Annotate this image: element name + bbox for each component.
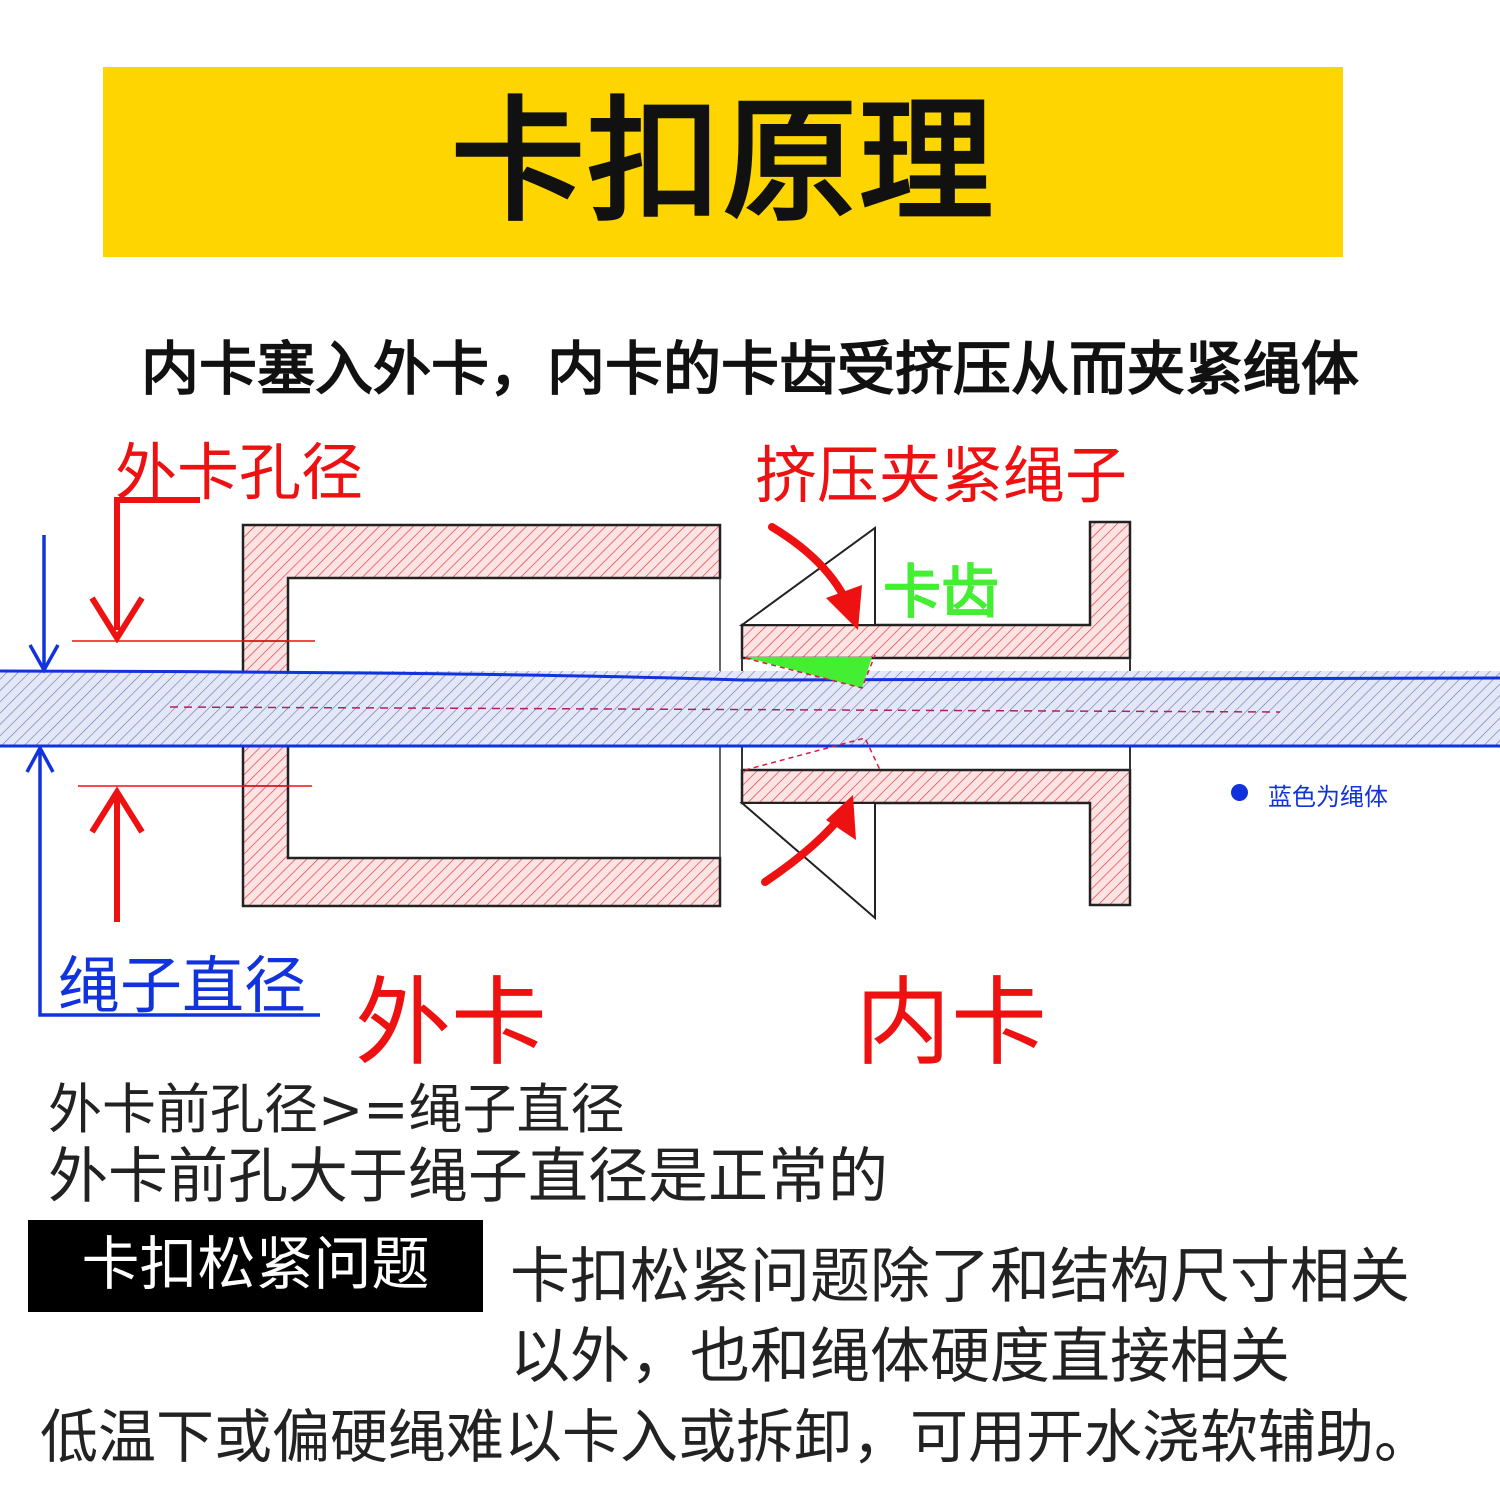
section-para-line-2: 以外，也和绳体硬度直接相关: [510, 1322, 1290, 1392]
label-teeth: 卡齿: [883, 558, 1000, 626]
note-line-2: 外卡前孔大于绳子直径是正常的: [48, 1142, 888, 1212]
bottom-note: 低温下或偏硬绳难以卡入或拆卸，可用开水浇软辅助。: [40, 1403, 1433, 1471]
subtitle: 内卡塞入外卡，内卡的卡齿受挤压从而夹紧绳体: [140, 335, 1359, 403]
squeeze-arrow-top-head: [826, 585, 862, 630]
section-para-line-1: 卡扣松紧问题除了和结构尺寸相关: [510, 1242, 1410, 1312]
outer-hole-arrow-down: [114, 497, 200, 630]
note-line-1: 外卡前孔径>=绳子直径: [48, 1078, 625, 1141]
outer-hole-arrow-up-head: [89, 786, 145, 834]
legend-dot-icon: [1231, 784, 1248, 801]
lower-tooth-dashed: [744, 737, 881, 771]
legend-text: 蓝色为绳体: [1268, 783, 1388, 811]
label-squeeze-rope: 挤压夹紧绳子: [755, 439, 1128, 512]
title-bar: [103, 67, 1343, 257]
lower-tooth-wedge: [739, 802, 876, 921]
squeeze-arrow-bottom-head: [826, 795, 856, 840]
rope-dia-arrow-up: [38, 750, 320, 1017]
outer-hole-arrow-down-head: [89, 596, 145, 644]
rope-dia-arrow-up-head: [25, 744, 55, 773]
section-badge-text: 卡扣松紧问题: [81, 1230, 430, 1298]
label-inner-clip: 内卡: [855, 967, 1047, 1079]
page-title: 卡扣原理: [450, 84, 995, 240]
label-outer-hole-diameter: 外卡孔径: [115, 436, 364, 509]
label-rope-diameter: 绳子直径: [58, 949, 307, 1022]
section-badge: [28, 1220, 483, 1312]
outer-clip-body: [241, 523, 722, 908]
label-outer-clip: 外卡: [355, 967, 547, 1079]
green-tooth: [745, 657, 872, 688]
rope-dia-arrow-down-head: [28, 644, 60, 674]
rope-top-edge: [0, 669, 1500, 682]
rope-center-line: [169, 706, 1281, 713]
upper-tooth-dashed: [744, 654, 876, 689]
